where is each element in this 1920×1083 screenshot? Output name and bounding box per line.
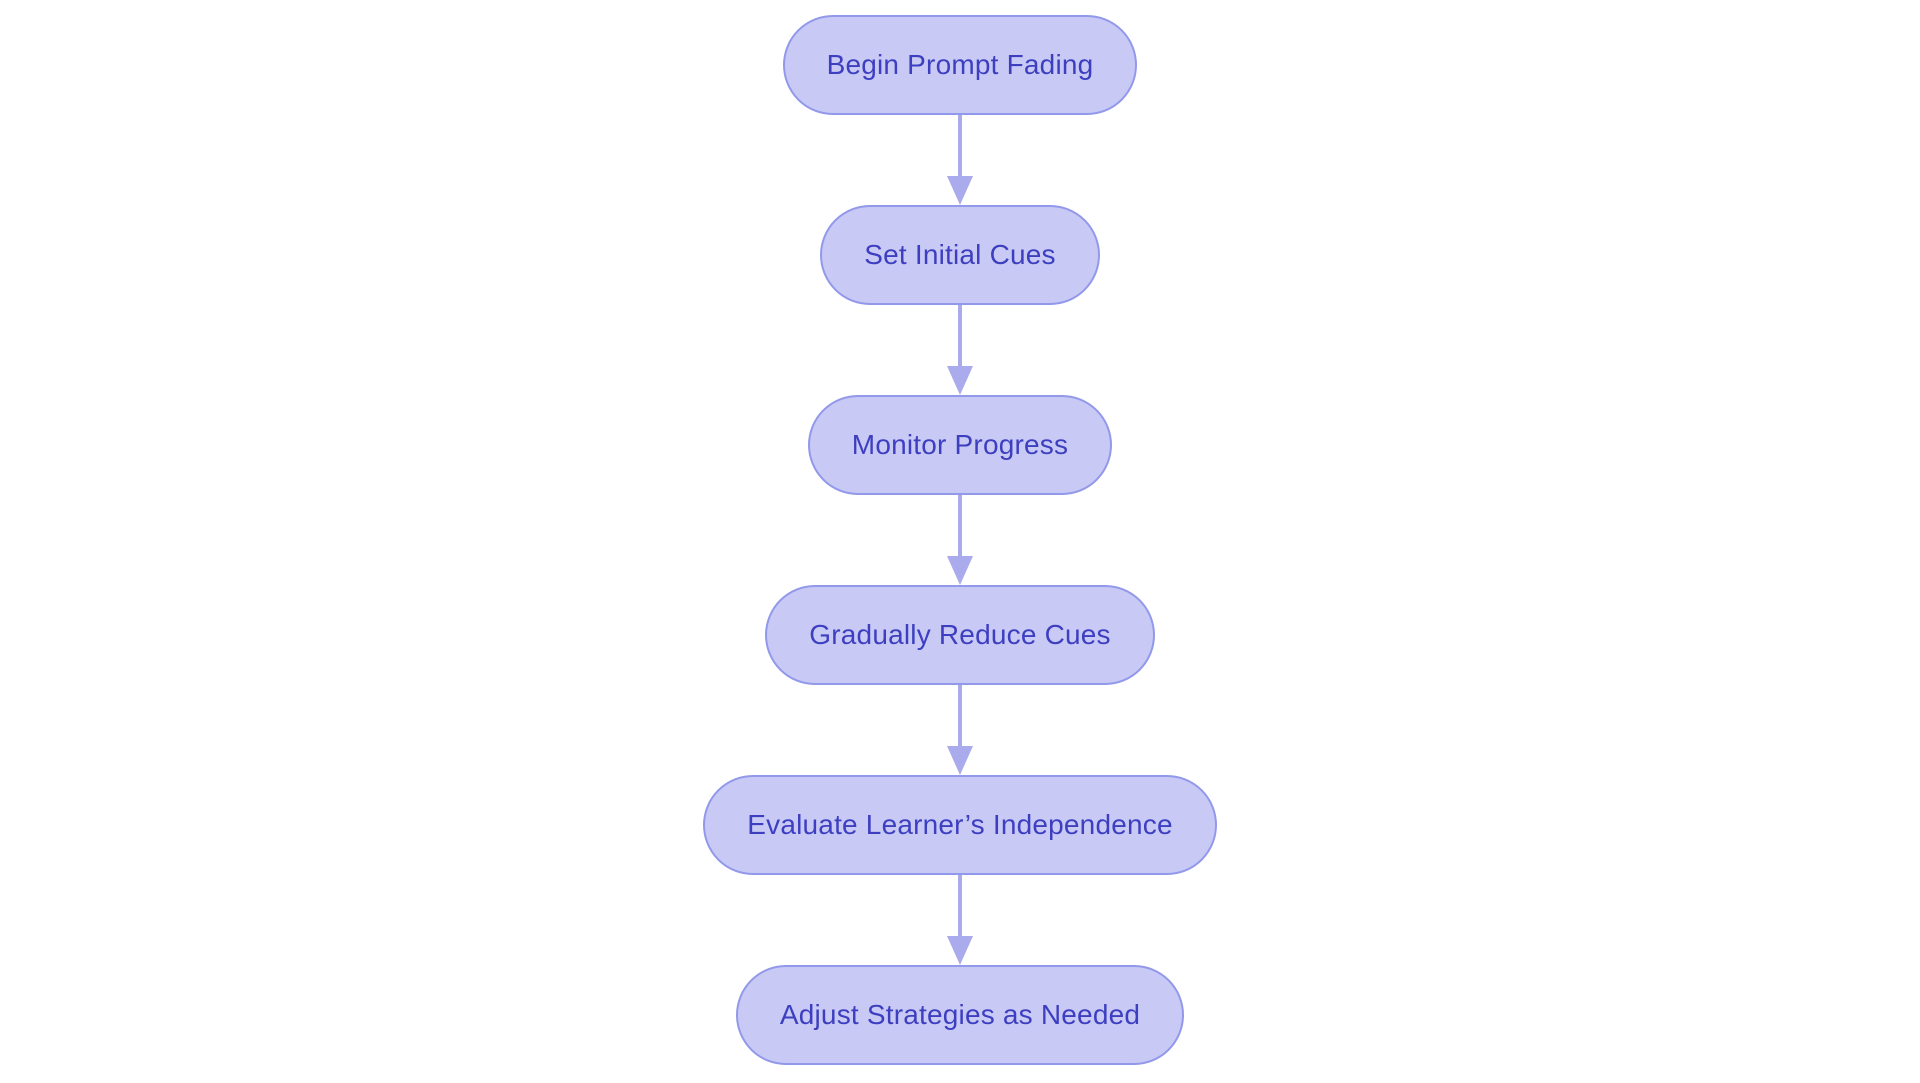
- flowchart-node-monitor-progress: Monitor Progress: [807, 395, 1113, 495]
- node-label: Gradually Reduce Cues: [809, 619, 1111, 650]
- node-label: Evaluate Learner’s Independence: [747, 809, 1173, 840]
- arrow-line: [958, 115, 962, 176]
- node-label: Monitor Progress: [851, 429, 1069, 460]
- flow-arrow-3: [947, 495, 973, 585]
- flow-arrow-5: [947, 875, 973, 965]
- flow-arrow-2: [947, 305, 973, 395]
- flowchart-node-gradually-reduce-cues: Gradually Reduce Cues: [765, 585, 1155, 685]
- node-label: Set Initial Cues: [864, 239, 1056, 270]
- flowchart-node-set-initial-cues: Set Initial Cues: [820, 205, 1100, 305]
- arrow-down-icon: [947, 936, 973, 965]
- flow-arrow-4: [947, 685, 973, 775]
- arrow-line: [958, 685, 962, 746]
- node-label: Begin Prompt Fading: [826, 49, 1094, 80]
- node-label: Adjust Strategies as Needed: [779, 999, 1141, 1030]
- flowchart-node-adjust-strategies-as-needed: Adjust Strategies as Needed: [735, 965, 1185, 1065]
- arrow-line: [958, 495, 962, 556]
- arrow-line: [958, 875, 962, 936]
- arrow-down-icon: [947, 556, 973, 585]
- flowchart-node-evaluate-learners-independence: Evaluate Learner’s Independence: [703, 775, 1217, 875]
- flow-arrow-1: [947, 115, 973, 205]
- flowchart-node-begin-prompt-fading: Begin Prompt Fading: [782, 15, 1138, 115]
- arrow-down-icon: [947, 366, 973, 395]
- arrow-line: [958, 305, 962, 366]
- arrow-down-icon: [947, 746, 973, 775]
- arrow-down-icon: [947, 176, 973, 205]
